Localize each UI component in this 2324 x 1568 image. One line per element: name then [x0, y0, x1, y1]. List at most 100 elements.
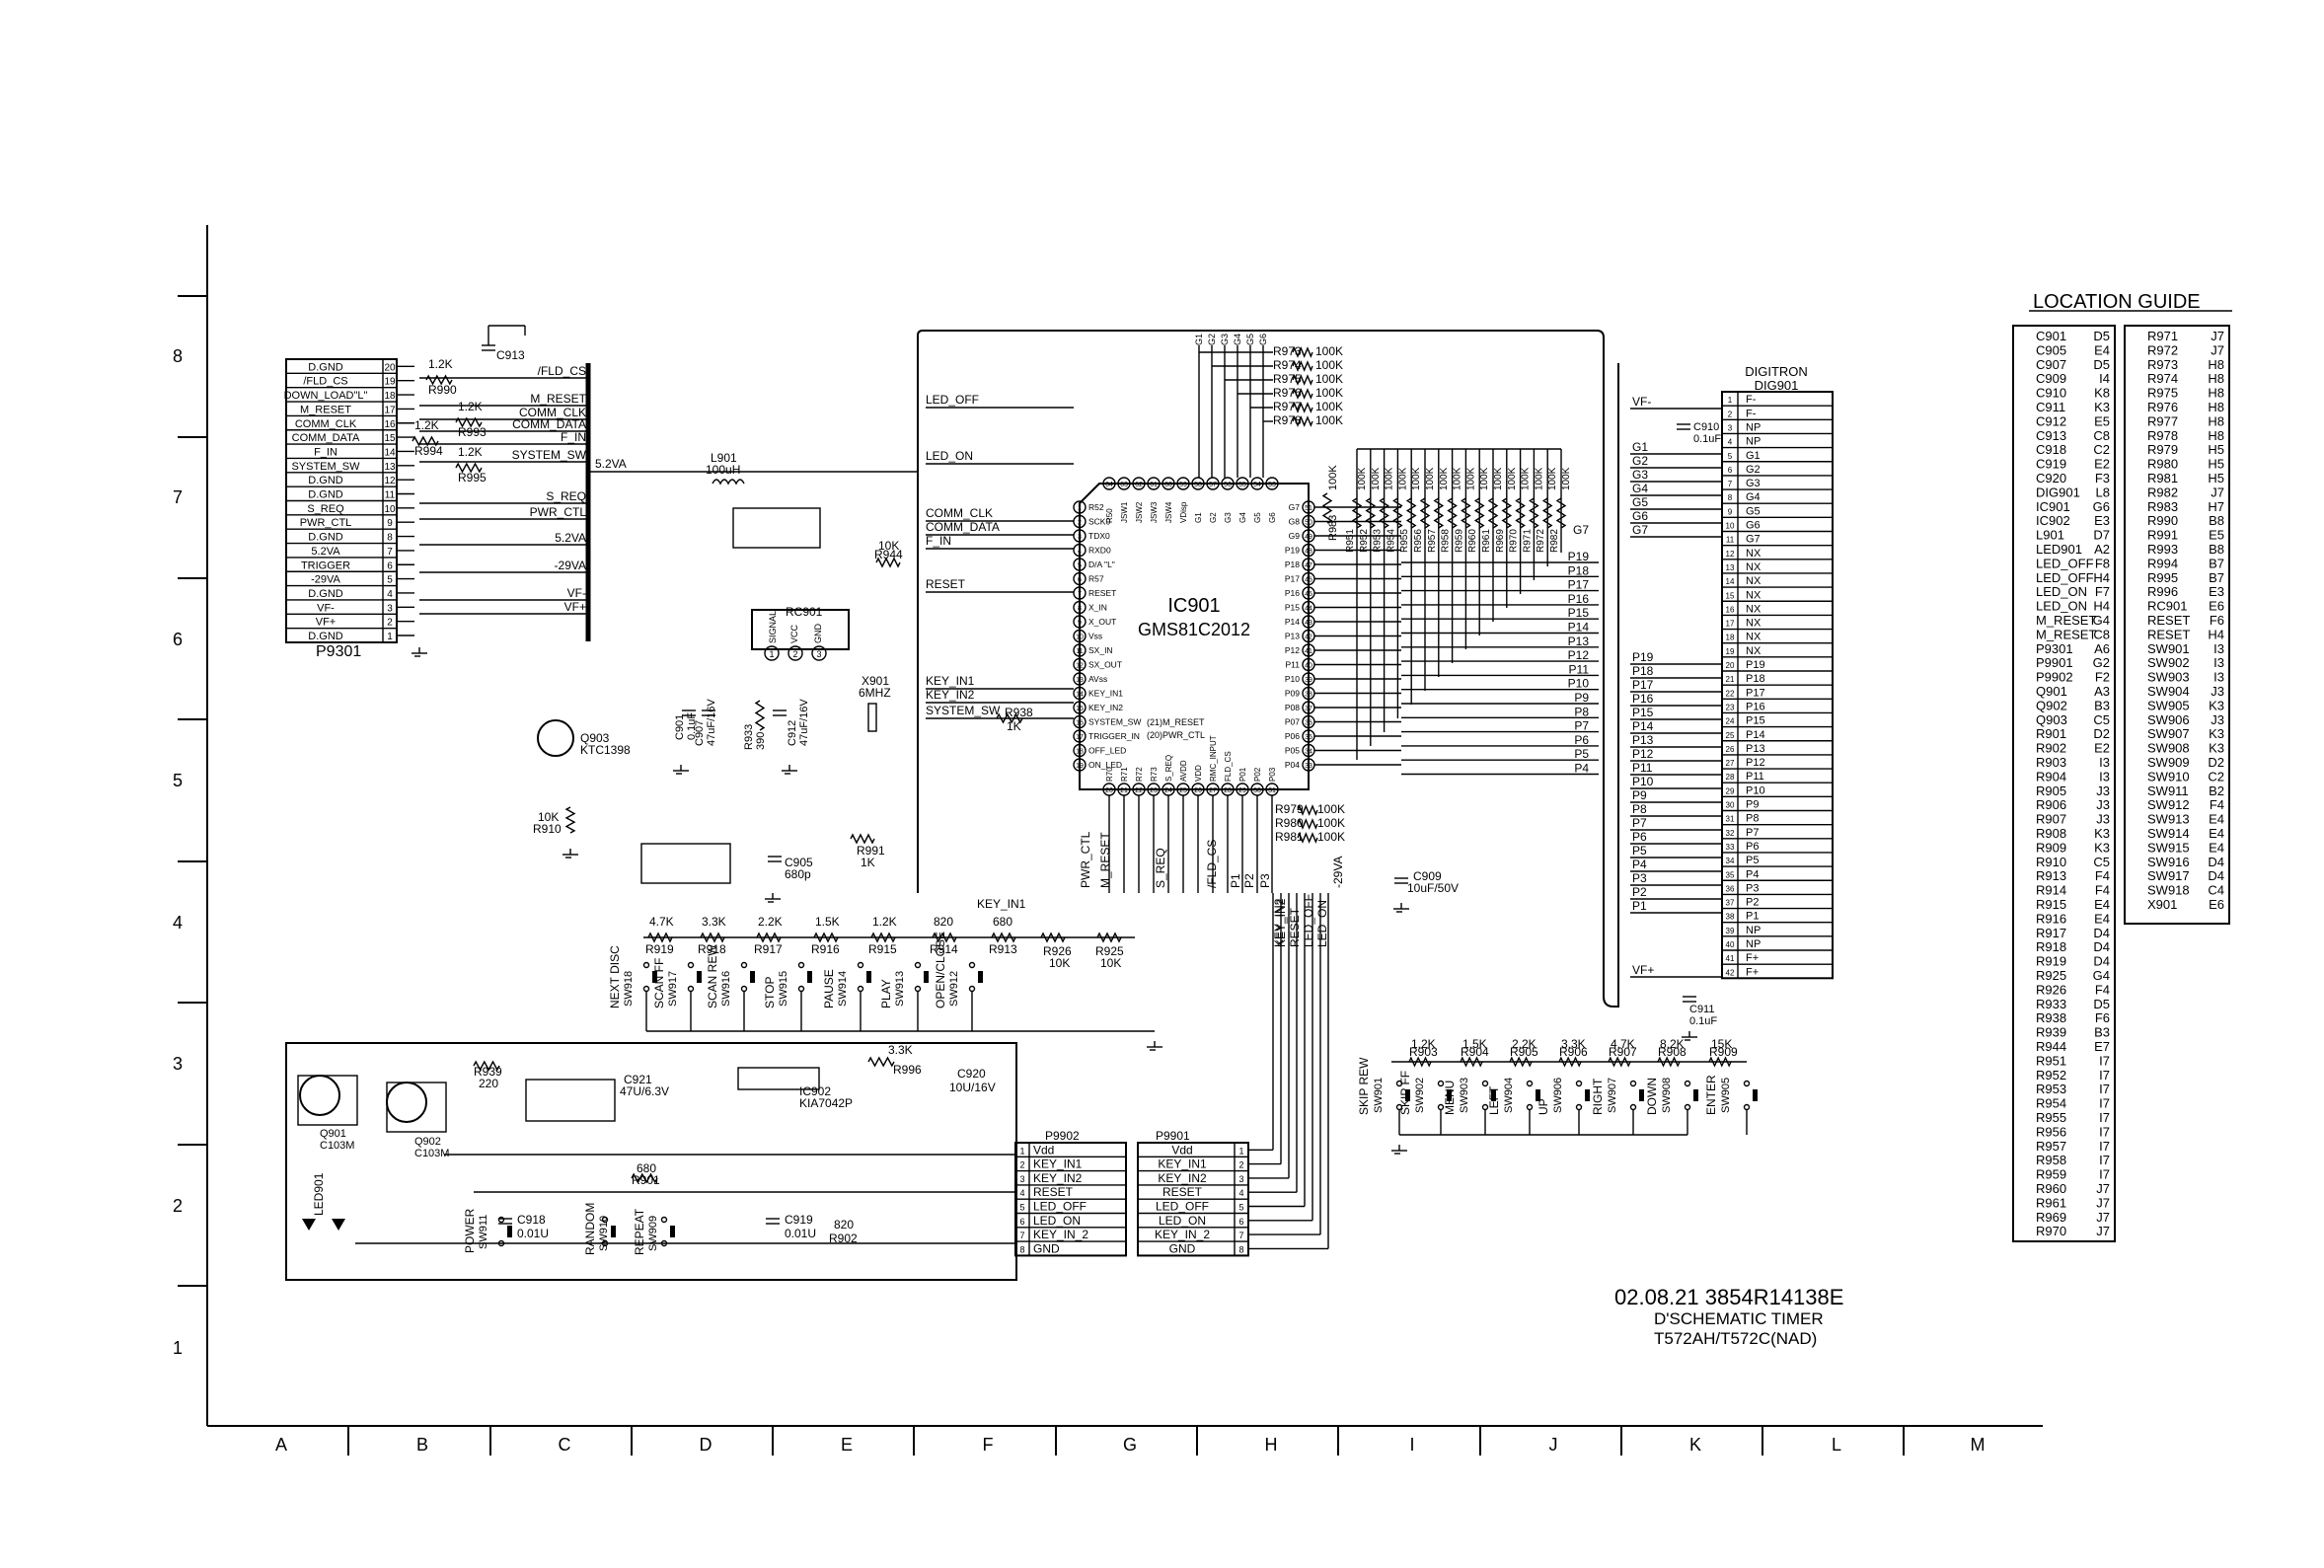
guide-ref: RC901 [2147, 599, 2187, 614]
switch-actuator [1639, 1089, 1644, 1101]
digitron-pin-name: P1 [1746, 911, 1759, 923]
guide-loc: H5 [2208, 442, 2224, 457]
ic-pin-name: D/A "L" [1088, 560, 1115, 569]
guide-ref: C901 [2036, 329, 2066, 343]
switch-contact [1743, 1103, 1751, 1111]
bus-label: /FLD_CS [538, 364, 586, 378]
guide-loc: C2 [2208, 769, 2224, 784]
ground-symbol [1391, 1145, 1407, 1155]
pullup-ref: R971 [1522, 529, 1533, 553]
switch-label: SCAN REW [706, 944, 719, 1008]
p9901-pin-number: 8 [1238, 1244, 1243, 1254]
q902-ref: Q902 [414, 1136, 441, 1148]
resistor-ref: R907 [1609, 1045, 1637, 1059]
ic-pin-number: 41 [1305, 648, 1312, 655]
p-net-label: P6 [1574, 733, 1589, 747]
p9301-pin-number: 12 [384, 476, 396, 486]
guide-ref: LED_OFF [2036, 570, 2094, 585]
ic-bottom-net: S_REQ [1154, 848, 1167, 888]
resistor-R917 [756, 932, 782, 943]
r938-ref: R938 [1005, 706, 1033, 719]
digitron-net: P15 [1632, 706, 1654, 719]
resistor-R977 [1292, 402, 1313, 413]
guide-ref: R901 [2036, 726, 2066, 741]
p9901-pin-number: 6 [1238, 1217, 1243, 1227]
resistor-value: 1.5K [1462, 1037, 1487, 1051]
r910-ref: R910 [533, 822, 562, 836]
digitron-pin-name: P16 [1746, 701, 1765, 712]
switch-SW906 [1575, 1080, 1590, 1111]
guide-loc: A6 [2094, 641, 2110, 656]
switch-contact [1629, 1080, 1637, 1087]
guide-loc: J3 [2096, 812, 2110, 827]
transistor-q901 [299, 1075, 340, 1116]
ic-pin [1236, 477, 1249, 490]
column-label-F: F [983, 1435, 994, 1455]
resistor-R991 [850, 833, 875, 845]
digitron-net: G4 [1632, 482, 1648, 495]
digitron-net: P19 [1632, 650, 1654, 664]
guide-loc: J7 [2096, 1195, 2110, 1210]
ic-annotation: (20)PWR_CTL [1147, 730, 1205, 740]
guide-ref: C905 [2036, 342, 2066, 357]
guide-ref: SW908 [2147, 741, 2190, 756]
digitron-pin-number: 10 [1726, 522, 1735, 531]
r902-ref: R902 [829, 1232, 858, 1245]
key-in1-label: KEY_IN1 [977, 897, 1026, 911]
5v2-label: 5.2VA [595, 457, 627, 471]
ic-pin-name: X_IN [1088, 603, 1107, 613]
ic-bottom-net: P2 [1242, 873, 1256, 888]
switch-actuator [924, 971, 929, 983]
ic-left-net: F_IN [926, 534, 951, 548]
ic-pin-number: 14 [1076, 692, 1084, 699]
guide-loc: K3 [2209, 698, 2224, 712]
ic-pin-number: 17 [1076, 734, 1084, 741]
resistor-value: 1.2K [872, 915, 897, 929]
resistor-ref: R915 [868, 942, 897, 956]
p9901-pin-name: KEY_IN_2 [1155, 1228, 1210, 1241]
digitron-pin-number: 27 [1726, 759, 1735, 768]
ic-pin-number: 22 [1135, 787, 1143, 794]
digitron-pin-name: P5 [1746, 855, 1759, 866]
switch-SW915 [797, 961, 812, 993]
ic-pin-number: 2 [1078, 520, 1082, 527]
p9301-pin-label: M_RESET [300, 404, 351, 415]
bus-label: VF- [567, 586, 586, 600]
guide-loc: D5 [2093, 329, 2110, 343]
ic-pin-number: 64 [1105, 482, 1113, 488]
ic-pin [1221, 477, 1235, 490]
switch-label: ENTER [1704, 1075, 1718, 1115]
guide-loc: F4 [2210, 797, 2224, 812]
guide-ref: SW913 [2147, 812, 2190, 827]
ic-pin-name: ON_LED [1088, 760, 1122, 770]
pullup-value: 100K [1357, 467, 1368, 490]
digitron-ref: DIG901 [1755, 378, 1799, 393]
vertical-bus-label: LED_OFF [1302, 894, 1315, 947]
guide-ref: R916 [2036, 911, 2066, 926]
switch-actuator [866, 971, 871, 983]
ic-pin-number: 25 [1179, 787, 1187, 794]
ic-pin-name: AVDD [1179, 760, 1188, 782]
guide-loc: I7 [2099, 1110, 2110, 1125]
ic-pin-name: G8 [1289, 517, 1301, 527]
ic-pin [1191, 477, 1205, 490]
capacitor-c911 [1683, 996, 1696, 1003]
switch-actuator [1405, 1089, 1410, 1101]
vertical-bus-label: KEY_IN2 [1274, 898, 1288, 947]
p9301-pin-label: D.GND [308, 588, 343, 600]
pullup-value: 100K [1479, 467, 1490, 490]
ic901-body [1079, 483, 1310, 790]
resistor-value: 3.3K [1561, 1037, 1586, 1051]
ic-pin-name: P16 [1285, 588, 1300, 598]
resistor-value: 4.7K [1611, 1037, 1635, 1051]
column-label-C: C [559, 1435, 571, 1455]
digitron-net: P10 [1632, 775, 1654, 788]
ic-pin [1117, 477, 1131, 490]
ic-pin-name: RMC_INPUT [1209, 735, 1218, 782]
capacitor-c913 [482, 344, 495, 351]
rc-gnd: GND [813, 624, 823, 644]
digitron-pin-number: 37 [1726, 899, 1735, 908]
